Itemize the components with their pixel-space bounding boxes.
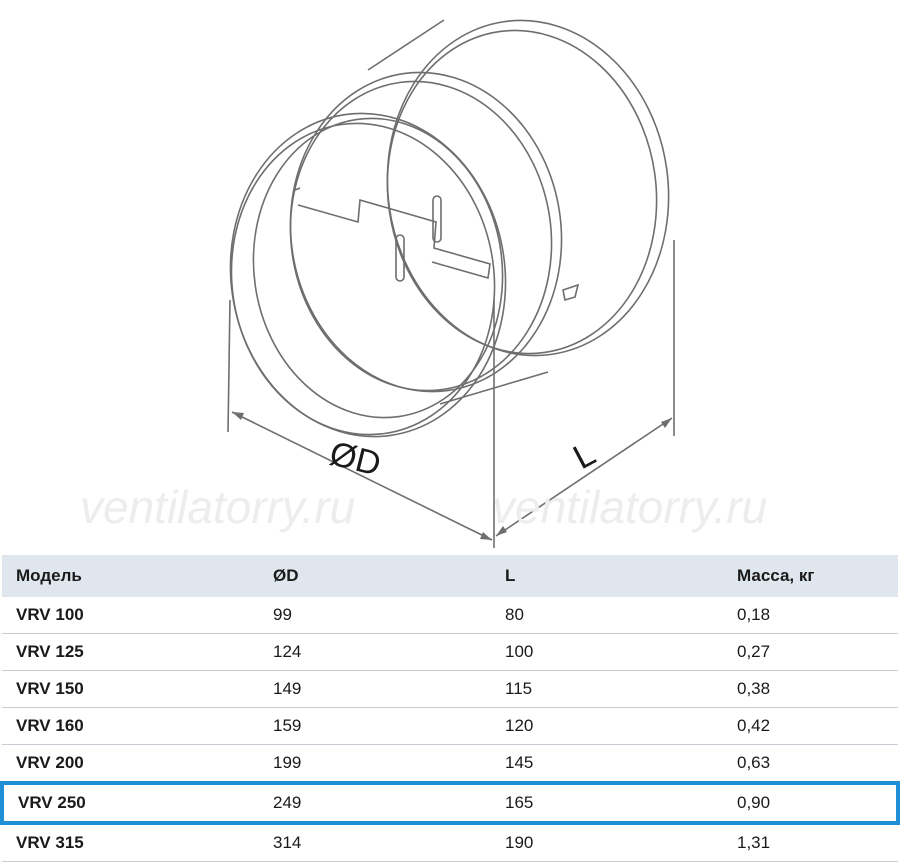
cell-mass: 0,38 bbox=[723, 670, 898, 708]
cell-length: 80 bbox=[491, 597, 723, 634]
header-length: L bbox=[491, 555, 723, 597]
dim-diameter-label: ØD bbox=[326, 434, 385, 483]
table-row: VRV 200 199 145 0,63 bbox=[2, 744, 898, 784]
watermark: ventilatorry.ru bbox=[80, 481, 356, 533]
check-valve-drawing: ØD L bbox=[227, 19, 675, 548]
cell-mass: 0,18 bbox=[723, 597, 898, 634]
header-mass: Масса, кг bbox=[723, 555, 898, 597]
table-row: VRV 100 99 80 0,18 bbox=[2, 597, 898, 634]
cell-diameter: 149 bbox=[259, 670, 491, 708]
header-diameter: ØD bbox=[259, 555, 491, 597]
watermark: ventilatorry.ru bbox=[492, 481, 768, 533]
cell-model: VRV 250 bbox=[0, 781, 259, 825]
cell-mass: 0,63 bbox=[723, 744, 898, 784]
cell-diameter: 314 bbox=[259, 823, 491, 862]
cell-model: VRV 200 bbox=[2, 744, 259, 784]
cell-length: 100 bbox=[491, 633, 723, 671]
cell-mass: 0,90 bbox=[723, 781, 900, 825]
cell-length: 115 bbox=[491, 670, 723, 708]
cell-model: VRV 100 bbox=[2, 597, 259, 634]
cell-diameter: 124 bbox=[259, 633, 491, 671]
cell-mass: 0,42 bbox=[723, 707, 898, 745]
table-row: VRV 160 159 120 0,42 bbox=[2, 707, 898, 745]
cell-length: 190 bbox=[491, 823, 723, 862]
cell-diameter: 199 bbox=[259, 744, 491, 784]
cell-model: VRV 315 bbox=[2, 823, 259, 862]
table-row-highlighted: VRV 250 249 165 0,90 bbox=[0, 781, 900, 825]
cell-length: 145 bbox=[491, 744, 723, 784]
cell-model: VRV 160 bbox=[2, 707, 259, 745]
specs-table: Модель ØD L Масса, кг VRV 100 99 80 0,18… bbox=[0, 555, 900, 862]
cell-model: VRV 125 bbox=[2, 633, 259, 671]
table-header-row: Модель ØD L Масса, кг bbox=[2, 555, 898, 597]
cell-length: 165 bbox=[491, 781, 723, 825]
header-model: Модель bbox=[2, 555, 259, 597]
table-row: VRV 150 149 115 0,38 bbox=[2, 670, 898, 708]
cell-diameter: 159 bbox=[259, 707, 491, 745]
cell-diameter: 99 bbox=[259, 597, 491, 634]
cell-mass: 0,27 bbox=[723, 633, 898, 671]
cell-model: VRV 150 bbox=[2, 670, 259, 708]
dim-length-label: L bbox=[567, 435, 602, 477]
cell-diameter: 249 bbox=[259, 781, 491, 825]
cell-length: 120 bbox=[491, 707, 723, 745]
cell-mass: 1,31 bbox=[723, 823, 898, 862]
table-row: VRV 315 314 190 1,31 bbox=[2, 823, 898, 862]
table-row: VRV 125 124 100 0,27 bbox=[2, 633, 898, 671]
